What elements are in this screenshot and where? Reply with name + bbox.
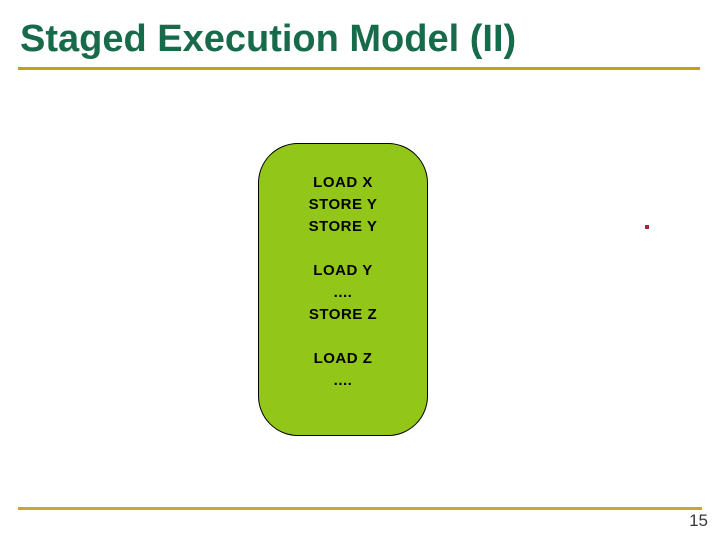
code-line: STORE Y: [308, 218, 378, 235]
title-underline-rule: [18, 67, 700, 70]
stray-red-dot: [645, 225, 649, 229]
footer-rule: [18, 507, 702, 510]
code-line: LOAD Z: [313, 350, 373, 367]
code-line: STORE Z: [308, 306, 378, 323]
code-line-blank: [259, 326, 427, 348]
code-shape: LOAD X STORE Y STORE Y LOAD Y .... STORE…: [258, 143, 428, 436]
page-number: 15: [689, 511, 708, 530]
code-line-blank: [259, 238, 427, 260]
code-line: LOAD X: [313, 174, 373, 191]
code-line: LOAD Y: [313, 262, 373, 279]
slide-title: Staged Execution Model (II): [20, 18, 517, 60]
code-line-ellipsis: ....: [333, 284, 353, 301]
code-line: STORE Y: [308, 196, 378, 213]
code-line-ellipsis: ....: [333, 372, 353, 389]
